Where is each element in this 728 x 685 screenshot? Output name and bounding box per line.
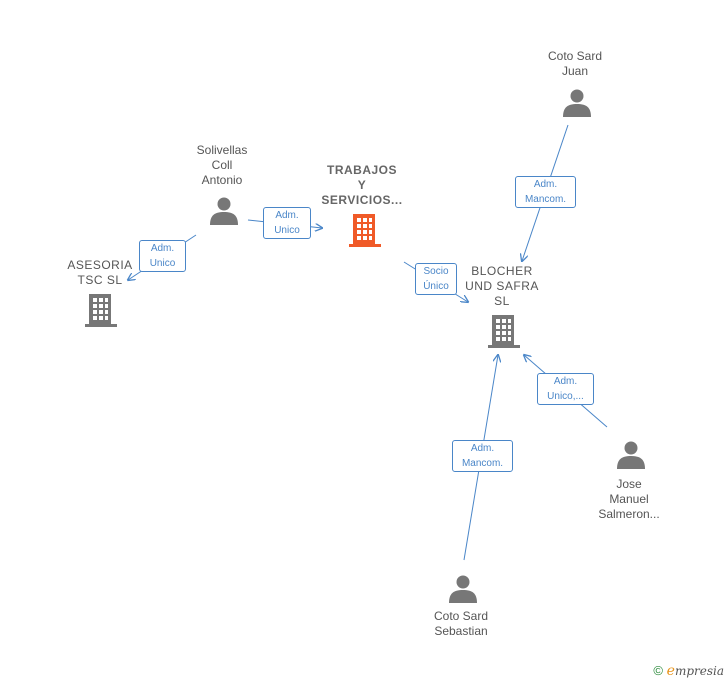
person-icon[interactable] xyxy=(209,196,239,226)
person-icon[interactable] xyxy=(562,88,592,118)
building-icon-highlighted[interactable] xyxy=(348,212,382,248)
node-label-solivellas: Solivellas Coll Antonio xyxy=(196,143,248,187)
edge-label-center-blocher: Socio Único xyxy=(415,263,457,295)
edge-label-sebastian-blocher: Adm. Mancom. xyxy=(452,440,513,472)
node-label-coto-sebastian: Coto Sard Sebastian xyxy=(433,609,489,638)
node-label-asesoria[interactable]: ASESORIA TSC SL xyxy=(67,258,133,287)
brand-logo-e: e xyxy=(666,663,675,679)
node-label-coto-juan: Coto Sard Juan xyxy=(547,49,603,78)
building-icon[interactable] xyxy=(84,292,118,328)
node-label-jose: Jose Manuel Salmeron... xyxy=(598,477,660,521)
edge-label-solivellas-center: Adm. Unico xyxy=(263,207,311,239)
brand-logo-text: mpresia xyxy=(674,664,724,678)
copyright-icon: © xyxy=(653,663,664,678)
node-label-blocher[interactable]: BLOCHER UND SAFRA SL xyxy=(465,264,539,308)
node-label-center-company[interactable]: TRABAJOS Y SERVICIOS... xyxy=(321,163,403,207)
person-icon[interactable] xyxy=(616,440,646,470)
person-icon[interactable] xyxy=(448,574,478,604)
building-icon[interactable] xyxy=(487,313,521,349)
edge-label-solivellas-asesoria: Adm. Unico xyxy=(139,240,186,272)
footer-brand: © empresia xyxy=(653,663,724,679)
edge-label-jose-blocher: Adm. Unico,... xyxy=(537,373,594,405)
edge-label-juan-blocher: Adm. Mancom. xyxy=(515,176,576,208)
